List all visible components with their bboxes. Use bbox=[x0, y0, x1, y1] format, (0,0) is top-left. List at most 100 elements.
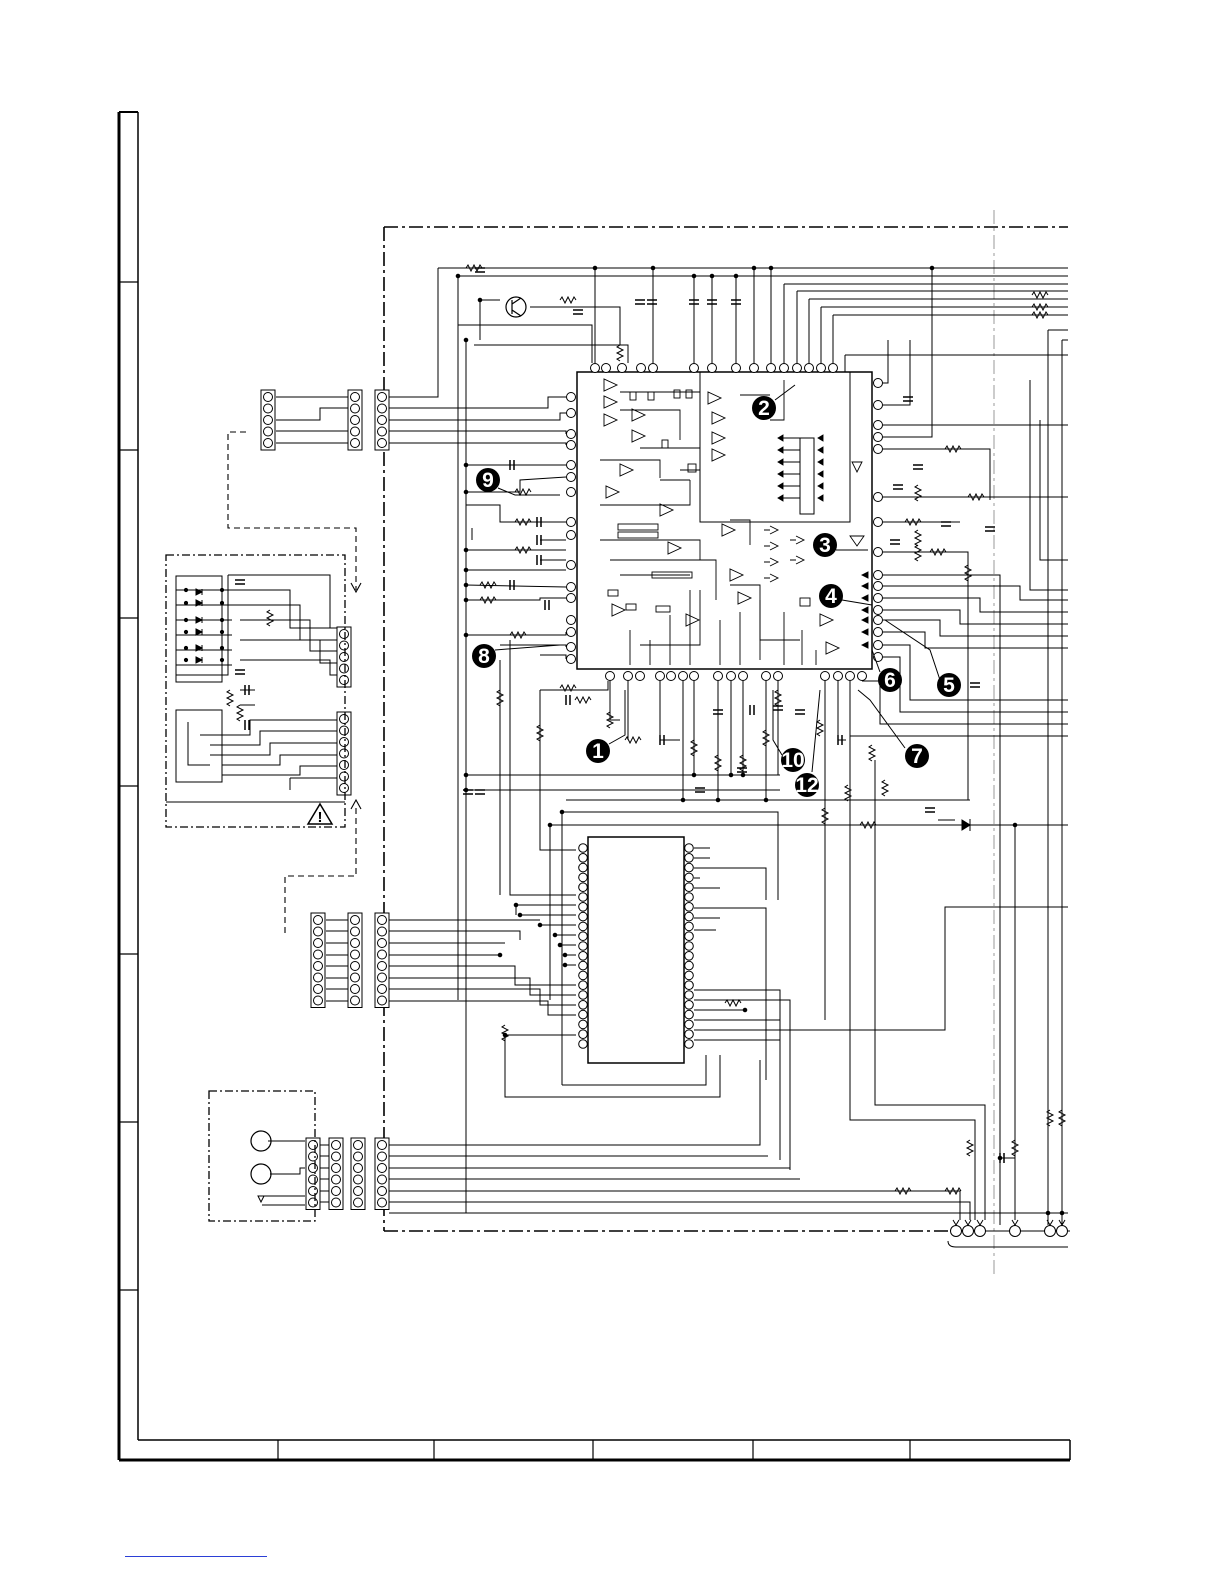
junction-dot bbox=[729, 773, 733, 777]
ic-pin bbox=[762, 672, 771, 681]
ic-pin bbox=[727, 672, 736, 681]
internal-block bbox=[630, 392, 636, 400]
ic-pin bbox=[567, 643, 576, 652]
ic-pin bbox=[579, 912, 588, 921]
ic-pin bbox=[685, 1040, 694, 1049]
ic-pin bbox=[567, 594, 576, 603]
resistor-icon bbox=[725, 1000, 741, 1006]
wire bbox=[466, 585, 566, 587]
ic-pin bbox=[874, 433, 883, 442]
connector-pin bbox=[351, 393, 360, 402]
switch-icon bbox=[764, 558, 778, 566]
resistor-icon bbox=[869, 745, 875, 761]
arrow-icon bbox=[818, 495, 823, 501]
wire bbox=[883, 268, 932, 437]
marker-leader bbox=[812, 690, 820, 772]
connector-pin bbox=[351, 439, 360, 448]
arrow-icon bbox=[818, 471, 823, 477]
wire bbox=[694, 907, 1068, 1030]
op-amp-icon bbox=[708, 392, 721, 404]
ic-pin bbox=[690, 364, 699, 373]
ic-pin bbox=[874, 421, 883, 430]
switch-icon bbox=[790, 536, 804, 544]
resistor-icon bbox=[1032, 292, 1048, 298]
internal-block bbox=[618, 524, 658, 530]
connector-pin bbox=[332, 1141, 341, 1150]
marker-leader bbox=[609, 690, 625, 744]
junction-dot bbox=[464, 633, 468, 637]
ic-pin bbox=[767, 364, 776, 373]
ic-pin bbox=[579, 844, 588, 853]
ic-pin bbox=[874, 548, 883, 557]
connector-pin bbox=[378, 973, 387, 982]
op-amp-icon bbox=[712, 449, 725, 461]
ic-pin bbox=[579, 854, 588, 863]
junction-dot bbox=[1060, 1211, 1064, 1215]
connector-pin bbox=[351, 985, 360, 994]
ic-pin bbox=[774, 672, 783, 681]
ic-pin bbox=[834, 672, 843, 681]
connector-pin bbox=[332, 1164, 341, 1173]
connector-pin bbox=[378, 404, 387, 413]
ic-pin bbox=[685, 1030, 694, 1039]
wire bbox=[694, 990, 780, 1160]
junction-dot bbox=[464, 338, 468, 342]
connector-pin bbox=[378, 962, 387, 971]
resistor-icon bbox=[915, 545, 921, 561]
wire bbox=[188, 722, 210, 765]
sub-board-jacks bbox=[209, 1091, 315, 1221]
ic-pin bbox=[649, 364, 658, 373]
junction-dot bbox=[478, 298, 482, 302]
arrow-icon bbox=[778, 459, 783, 465]
junction-dot bbox=[538, 923, 542, 927]
junction-dot bbox=[769, 266, 773, 270]
frame-grid-ticks bbox=[119, 282, 910, 1460]
op-amp-icon bbox=[686, 614, 699, 626]
connector-pin bbox=[340, 761, 349, 770]
connector-pin bbox=[332, 1175, 341, 1184]
connector-pin bbox=[264, 427, 273, 436]
connector-pin bbox=[314, 996, 323, 1005]
connector-pin bbox=[351, 950, 360, 959]
connector-pin bbox=[354, 1141, 363, 1150]
arrow-icon bbox=[862, 617, 868, 623]
connector-pin bbox=[354, 1175, 363, 1184]
junction-dot bbox=[558, 943, 562, 947]
op-amp-icon bbox=[826, 642, 839, 654]
ic-pin bbox=[579, 981, 588, 990]
connector-pin bbox=[332, 1198, 341, 1207]
diode-icon bbox=[196, 657, 202, 663]
warning-symbol: ! bbox=[318, 809, 323, 826]
connector-pin bbox=[264, 416, 273, 425]
op-amp-icon bbox=[604, 414, 617, 426]
ic-pin bbox=[579, 883, 588, 892]
op-amp-icon bbox=[632, 409, 645, 421]
ic-pin bbox=[579, 952, 588, 961]
op-amp-icon bbox=[820, 614, 833, 626]
junction-dot bbox=[184, 618, 187, 621]
ic-pin bbox=[874, 641, 883, 650]
connector-pin bbox=[378, 1152, 387, 1161]
ic-pin bbox=[567, 628, 576, 637]
switch-icon bbox=[764, 526, 778, 534]
connector-pin bbox=[340, 715, 349, 724]
wire bbox=[389, 413, 566, 420]
internal-block bbox=[662, 440, 668, 448]
ic-pin bbox=[685, 1020, 694, 1029]
connector-pin bbox=[314, 973, 323, 982]
wire bbox=[883, 340, 888, 383]
connector-pin bbox=[264, 393, 273, 402]
connector-pin bbox=[378, 416, 387, 425]
junction-dot bbox=[184, 646, 187, 649]
ic-pin bbox=[567, 531, 576, 540]
connector-pin bbox=[264, 404, 273, 413]
connector-pin bbox=[351, 973, 360, 982]
ic-pin bbox=[567, 488, 576, 497]
ic-pin bbox=[685, 971, 694, 980]
junction-dot bbox=[184, 658, 187, 661]
junction-dot bbox=[464, 490, 468, 494]
ic-pin bbox=[780, 364, 789, 373]
ic-pin bbox=[567, 461, 576, 470]
connector-pin bbox=[340, 676, 349, 685]
marker-leader bbox=[858, 690, 905, 748]
